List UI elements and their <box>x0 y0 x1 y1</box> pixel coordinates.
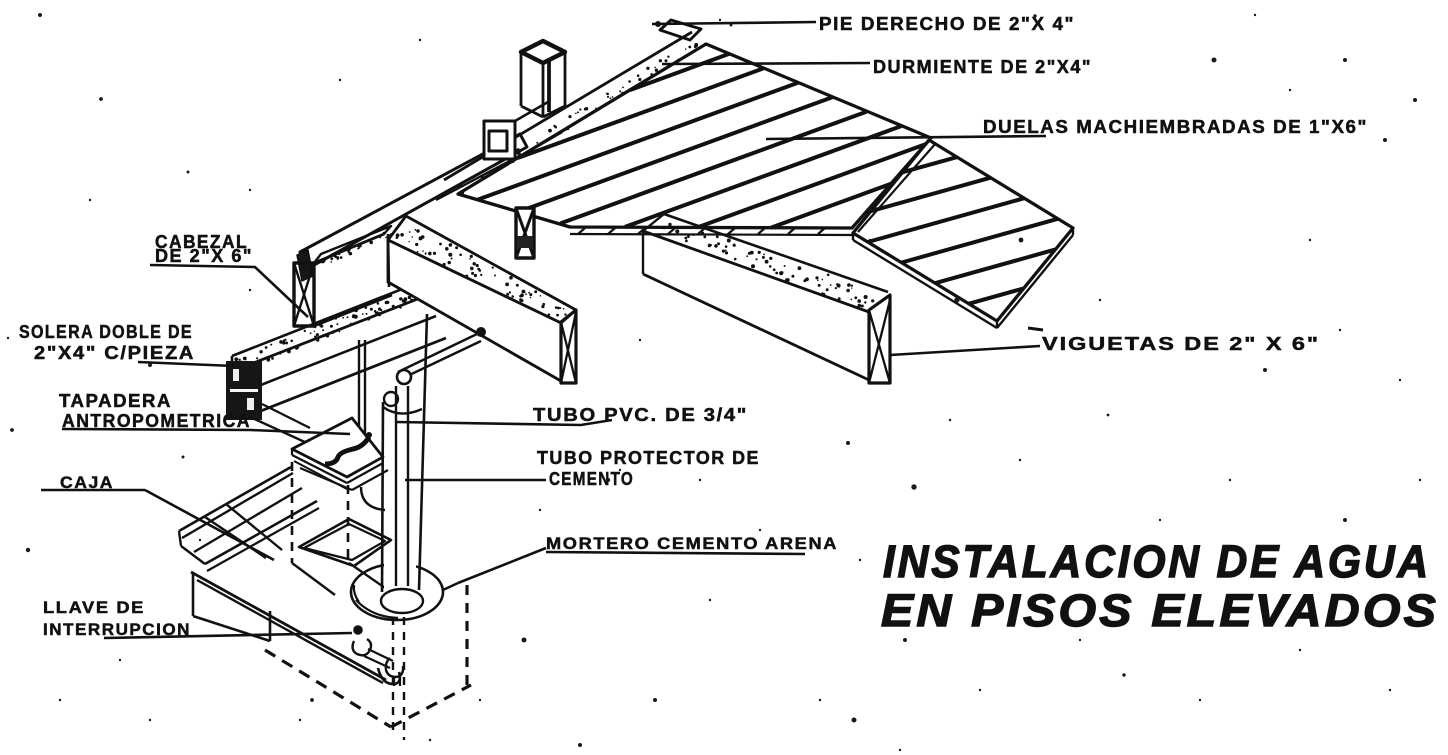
svg-text:EN PISOS ELEVADOS: EN PISOS ELEVADOS <box>881 585 1439 636</box>
svg-text:INSTALACION DE AGUA: INSTALACION DE AGUA <box>883 536 1431 587</box>
svg-text:DUELAS MACHIEMBRADAS DE 1"X6": DUELAS MACHIEMBRADAS DE 1"X6" <box>983 117 1368 137</box>
svg-text:DE 2"X 6": DE 2"X 6" <box>155 246 253 266</box>
svg-text:2"X4" C/PIEZA: 2"X4" C/PIEZA <box>34 343 195 363</box>
svg-text:CAJA: CAJA <box>60 473 114 492</box>
svg-text:ANTROPOMETRICA: ANTROPOMETRICA <box>62 411 251 431</box>
svg-text:SOLERA DOBLE DE: SOLERA DOBLE DE <box>19 322 193 342</box>
svg-text:CABEZAL: CABEZAL <box>155 232 248 252</box>
svg-text:PIE DERECHO DE 2"X 4": PIE DERECHO DE 2"X 4" <box>819 14 1075 34</box>
svg-text:VIGUETAS DE 2" X 6": VIGUETAS DE 2" X 6" <box>1042 334 1320 354</box>
svg-text:TAPADERA: TAPADERA <box>59 391 172 411</box>
svg-text:TUBO PVC. DE 3/4": TUBO PVC. DE 3/4" <box>533 405 748 425</box>
svg-text:DURMIENTE DE 2"X4": DURMIENTE DE 2"X4" <box>873 57 1092 77</box>
svg-text:TUBO PROTECTOR DE: TUBO PROTECTOR DE <box>537 448 760 468</box>
svg-text:MORTERO CEMENTO ARENA: MORTERO CEMENTO ARENA <box>546 534 838 553</box>
svg-text:LLAVE DE: LLAVE DE <box>43 598 145 617</box>
svg-text:INTERRUPCION: INTERRUPCION <box>43 620 191 639</box>
svg-text:CEMENTO: CEMENTO <box>549 469 634 489</box>
